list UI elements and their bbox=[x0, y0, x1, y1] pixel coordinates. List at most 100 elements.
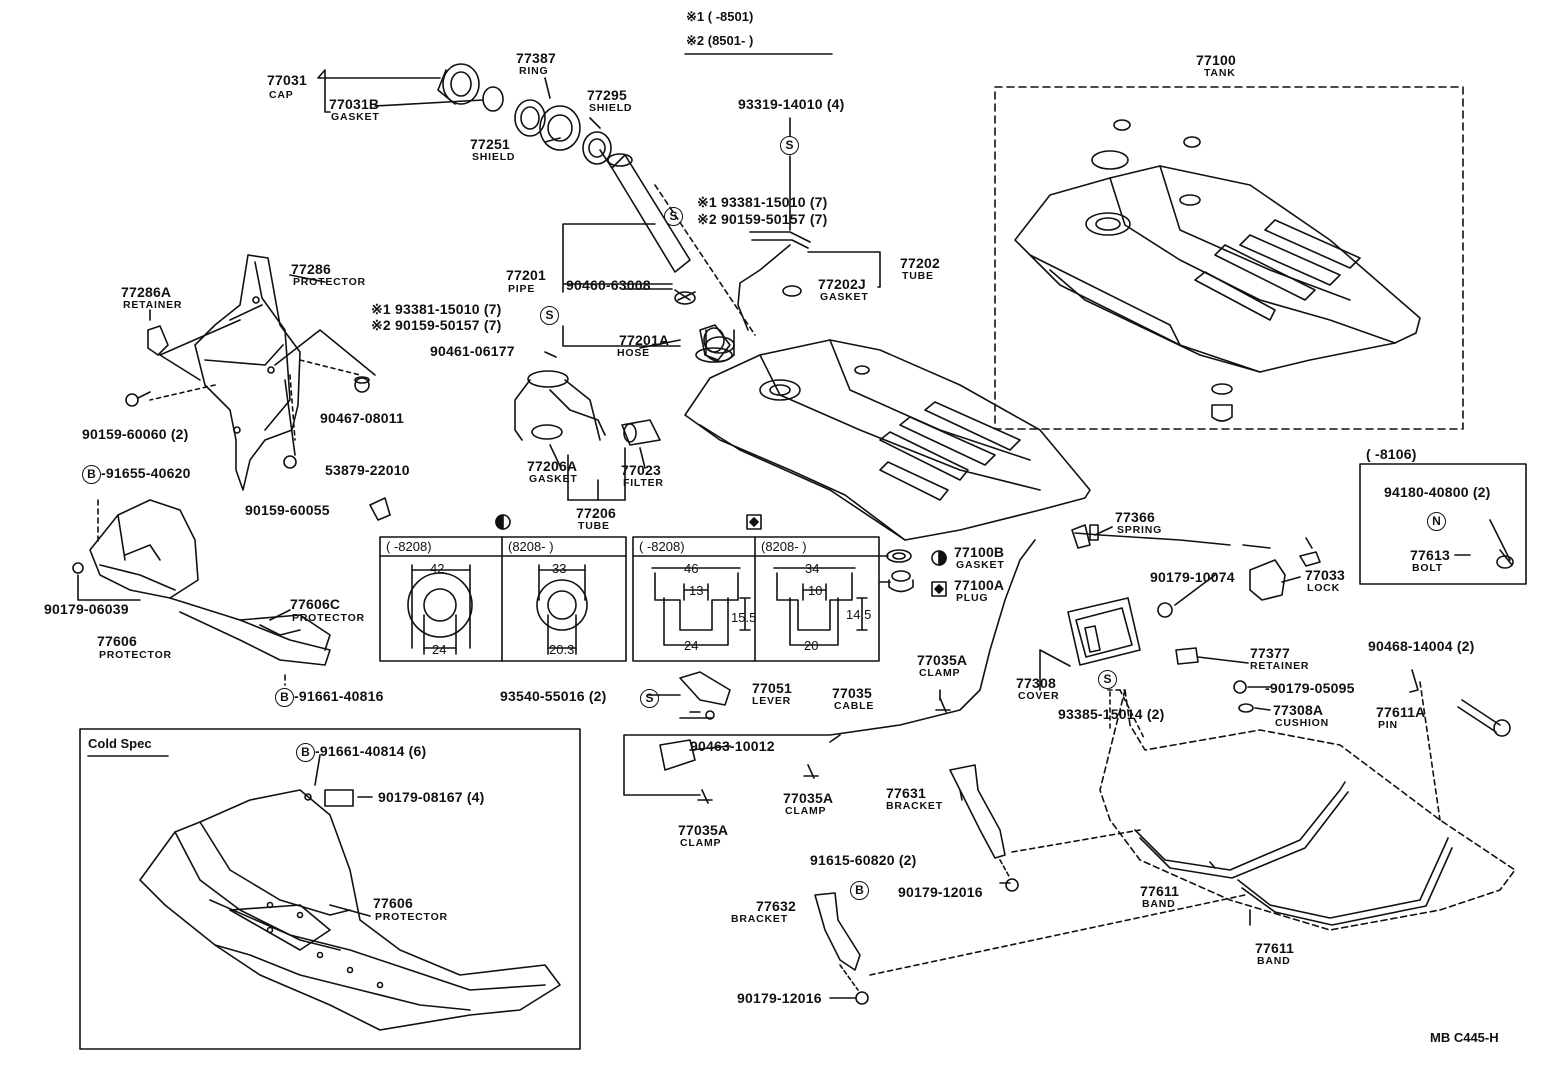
spec-table-left bbox=[379, 536, 627, 662]
label-90468: 90468-14004 (2) bbox=[1368, 638, 1475, 654]
name-77377: RETAINER bbox=[1250, 660, 1310, 672]
label-77613: 77613 bbox=[1410, 547, 1450, 563]
legend-r1-mark: ※1 bbox=[686, 9, 705, 24]
label-90159c: 90159-60060 (2) bbox=[82, 426, 189, 442]
label-77631: 77631 bbox=[886, 785, 926, 801]
label-90179c: -90179-05095 bbox=[1265, 680, 1355, 696]
filler-cap-assembly bbox=[437, 63, 612, 165]
s-symbol-4: S bbox=[1098, 670, 1117, 689]
spec-left-c2-bot: 20.3 bbox=[549, 642, 575, 657]
name-77033: LOCK bbox=[1307, 582, 1340, 594]
cover-77308 bbox=[1067, 597, 1141, 666]
cold-spec-title: Cold Spec bbox=[88, 736, 152, 751]
label-77031B: 77031B bbox=[329, 96, 380, 112]
label-77201: 77201 bbox=[506, 267, 546, 283]
label-94180: 94180-40800 (2) bbox=[1384, 484, 1491, 500]
retainer-77286A bbox=[147, 325, 169, 356]
name-77387: RING bbox=[519, 65, 549, 77]
label-77606a: 77606 bbox=[97, 633, 137, 649]
label-77286: 77286 bbox=[291, 261, 331, 277]
label-77100: 77100 bbox=[1196, 52, 1236, 68]
legend-r2-range: (8501- ) bbox=[707, 33, 754, 48]
protector-77606-illustration bbox=[89, 499, 331, 686]
name-77613: BOLT bbox=[1412, 562, 1443, 574]
label-77033: 77033 bbox=[1305, 567, 1345, 583]
fuel-lid-cable bbox=[623, 524, 1271, 796]
label-90179b: 90179-10074 bbox=[1150, 569, 1235, 585]
label-77251: 77251 bbox=[470, 136, 510, 152]
label-90179f: 90179-08167 (4) bbox=[378, 789, 485, 805]
name-77611a: BAND bbox=[1142, 898, 1176, 910]
n-symbol: N bbox=[1427, 512, 1446, 531]
label-77286A: 77286A bbox=[121, 284, 172, 300]
fuel-tank-upper-illustration bbox=[1014, 119, 1421, 422]
b-symbol-2: B bbox=[850, 881, 869, 900]
label-93381b: ※1 93381-15010 (7) bbox=[371, 301, 502, 317]
name-77031: CAP bbox=[269, 89, 294, 101]
spec-left-col1: ( -8208) bbox=[386, 539, 432, 554]
label-77100A: 77100A bbox=[954, 577, 1005, 593]
label-90461: 90461-06177 bbox=[430, 343, 515, 359]
label-77611b: 77611 bbox=[1255, 940, 1295, 956]
label-77611a: 77611 bbox=[1140, 883, 1180, 899]
spec-right-c2-h: 14.5 bbox=[846, 607, 872, 622]
protector-77286-illustration bbox=[149, 254, 376, 491]
spec-left-col2: (8208- ) bbox=[508, 539, 554, 554]
label-90463: 90463-10012 bbox=[690, 738, 775, 754]
label-90159b: ※2 90159-50157 (7) bbox=[371, 317, 502, 333]
name-77202J: GASKET bbox=[820, 291, 869, 303]
label-77206: 77206 bbox=[576, 505, 616, 521]
name-77051: LEVER bbox=[752, 695, 792, 707]
b-symbol-circle: B bbox=[82, 465, 101, 484]
label-90179a: 90179-06039 bbox=[44, 601, 129, 617]
name-77206: TUBE bbox=[578, 520, 610, 532]
label-93385: 93385-15014 (2) bbox=[1058, 706, 1165, 722]
legend-r2: ※2 (8501- ) bbox=[686, 34, 753, 47]
name-77206A: GASKET bbox=[529, 473, 578, 485]
name-77606b: PROTECTOR bbox=[375, 911, 448, 923]
s-symbol-circle: S bbox=[640, 689, 659, 708]
label-77632: 77632 bbox=[756, 898, 796, 914]
label-90460: 90460-63008 bbox=[566, 277, 651, 293]
name-77286A: RETAINER bbox=[123, 299, 183, 311]
name-77308: COVER bbox=[1018, 690, 1060, 702]
label-77308A: 77308A bbox=[1273, 702, 1324, 718]
s-symbol-circle: S bbox=[664, 207, 683, 226]
name-77251: SHIELD bbox=[472, 151, 516, 163]
label-77606C: 77606C bbox=[290, 596, 341, 612]
spec-right-c1-h: 15.5 bbox=[731, 610, 757, 625]
label-93381a: ※1 93381-15010 (7) bbox=[697, 194, 828, 210]
spec-right-c2-top: 34 bbox=[805, 561, 820, 576]
label-91661b: B-91661-40814 (6) bbox=[296, 743, 426, 762]
name-77631: BRACKET bbox=[886, 800, 943, 812]
legend-r2-mark: ※2 bbox=[686, 33, 705, 48]
spec-right-c2-mid: 10 bbox=[808, 583, 823, 598]
fuel-tank-center-illustration bbox=[684, 329, 1091, 541]
label-77035: 77035 bbox=[832, 685, 872, 701]
label-77035A-1: 77035A bbox=[917, 652, 968, 668]
spec-right-c1-mid: 13 bbox=[689, 583, 704, 598]
spec-table-right bbox=[632, 536, 880, 662]
name-77295: SHIELD bbox=[589, 102, 633, 114]
label-91655: B-91655-40620 bbox=[82, 465, 191, 484]
name-77100A: PLUG bbox=[956, 592, 989, 604]
label-77377: 77377 bbox=[1250, 645, 1290, 661]
s-symbol-circle: S bbox=[780, 136, 799, 155]
name-77202: TUBE bbox=[902, 270, 934, 282]
label-53879: 53879-22010 bbox=[325, 462, 410, 478]
bracket-77632 bbox=[814, 892, 861, 971]
label-90179d: 90179-12016 bbox=[898, 884, 983, 900]
label-77035A-3: 77035A bbox=[678, 822, 729, 838]
s-symbol-2: S bbox=[664, 207, 683, 226]
label-77202: 77202 bbox=[900, 255, 940, 271]
name-77632: BRACKET bbox=[731, 913, 788, 925]
s-symbol-circle: S bbox=[1098, 670, 1117, 689]
name-77201: PIPE bbox=[508, 283, 536, 295]
bolt-box-range: ( -8106) bbox=[1366, 446, 1417, 462]
label-77206A: 77206A bbox=[527, 458, 578, 474]
filler-pipe bbox=[599, 149, 756, 336]
label-77100B: 77100B bbox=[954, 544, 1005, 560]
name-77035: CABLE bbox=[834, 700, 875, 712]
